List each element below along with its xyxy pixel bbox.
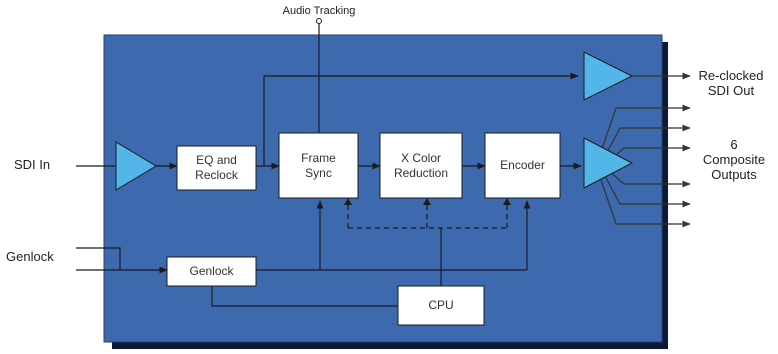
frame-sync-block [278,132,359,199]
sdi-input-amplifier [115,141,157,191]
audio-tracking-node [316,18,322,24]
encoder-block [484,132,561,199]
genlock-input-label: Genlock [6,249,54,264]
reclocked-sdi-out-label: Re-clocked SDI Out [698,68,764,98]
encoder-label: Encoder [500,158,545,172]
cpu-ctrl-arrow-xcolor [423,198,431,205]
reclocked-output-amplifier [583,51,634,101]
frame-sync-label: Frame Sync [301,150,336,180]
audio-tracking-label: Audio Tracking [282,5,356,17]
genlock-in-wire-top [76,247,121,270]
composite-output-amplifier [583,137,634,189]
composite-outputs-label: 6 Composite Outputs [702,137,766,182]
reclock-tap-wire [263,72,579,166]
eq-reclock-label: EQ and Reclock [195,153,238,182]
genlock-block [166,256,257,287]
cpu-control-bus [347,203,508,229]
genlock-block-label: Genlock [189,264,234,278]
cpu-label: CPU [428,298,454,312]
x-color-reduction-label: X Color Reduction [393,150,449,180]
x-color-reduction-block [379,132,463,199]
sdi-in-label: SDI In [14,157,51,172]
cpu-ctrl-arrow-framesync [344,198,352,205]
cpu-block [397,285,485,326]
genlock-to-cpu-wire [211,286,398,307]
eq-reclock-block [176,145,257,191]
cpu-ctrl-arrow-encoder [503,198,511,205]
